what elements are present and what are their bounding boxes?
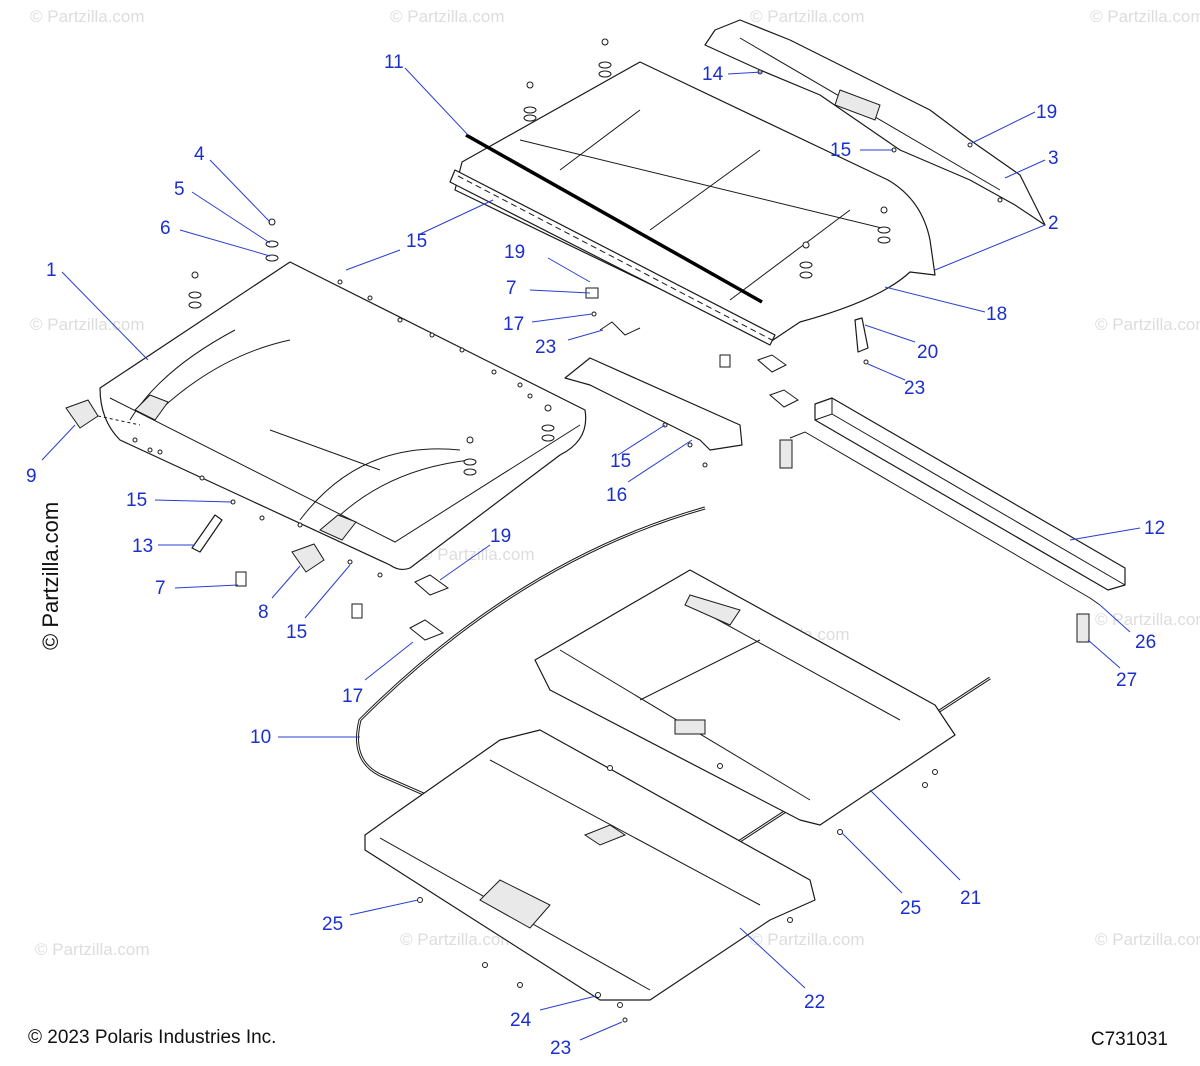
figure-code: C731031 — [1090, 1029, 1168, 1050]
callout-21: 21 — [960, 888, 981, 909]
callout-19a: 19 — [1036, 102, 1057, 123]
rear-headliner — [534, 569, 956, 826]
callout-18: 18 — [986, 304, 1007, 325]
callout-19b: 19 — [504, 242, 525, 263]
copyright-notice: © 2023 Polaris Industries Inc. — [28, 1027, 277, 1048]
callout-15a: 15 — [406, 231, 427, 252]
watermark: © Partzilla.com — [750, 7, 865, 26]
corner-cap — [291, 543, 325, 573]
fastener-set — [132, 38, 1003, 1023]
callout-23c: 23 — [550, 1038, 571, 1059]
callout-15c: 15 — [126, 490, 147, 511]
callout-2: 2 — [1048, 213, 1059, 234]
roof-seal-strip — [465, 133, 763, 304]
callout-labels: 1 2 3 4 5 6 7 7 8 9 10 11 12 13 14 15 15… — [26, 52, 1165, 1059]
callout-3: 3 — [1048, 148, 1059, 169]
callout-11: 11 — [384, 52, 404, 73]
foam-block — [779, 439, 793, 469]
antenna-mount — [854, 317, 869, 353]
callout-22: 22 — [804, 992, 825, 1013]
callout-15d: 15 — [286, 622, 307, 643]
callout-24: 24 — [510, 1010, 532, 1031]
roof-bracket — [564, 357, 743, 451]
front-headliner — [364, 729, 816, 1001]
crossbar-rod — [789, 431, 1101, 606]
callout-27: 27 — [1116, 670, 1137, 691]
callout-8: 8 — [258, 602, 269, 623]
callout-1: 1 — [46, 260, 57, 281]
callout-16: 16 — [606, 485, 627, 506]
callout-25b: 25 — [900, 898, 921, 919]
callout-23b: 23 — [904, 378, 925, 399]
front-roof-panel — [99, 261, 587, 571]
callout-12: 12 — [1144, 518, 1165, 539]
callout-26: 26 — [1135, 632, 1156, 653]
callout-13: 13 — [132, 536, 153, 557]
watermark: © Partzilla.com — [35, 940, 150, 959]
callout-5: 5 — [174, 179, 185, 200]
side-watermark: © Partzilla.com — [38, 501, 63, 650]
alignment-line — [97, 415, 141, 426]
callout-15e: 15 — [610, 451, 631, 472]
strap-bracket — [191, 514, 223, 553]
corner-cap — [65, 399, 99, 429]
watermark: © Partzilla.com — [30, 315, 145, 334]
watermark: © Partzilla.com — [390, 7, 505, 26]
watermark: © Partzilla.com — [1090, 7, 1200, 26]
callout-25a: 25 — [322, 914, 343, 935]
callout-14: 14 — [702, 64, 724, 85]
rear-trim-bar — [704, 19, 1046, 226]
watermark: © Partzilla.com — [30, 7, 145, 26]
rear-roof-panel — [454, 61, 936, 343]
foam-block — [1076, 613, 1090, 643]
callout-10: 10 — [250, 727, 271, 748]
callout-15b: 15 — [830, 140, 851, 161]
watermark: © Partzilla.com — [750, 930, 865, 949]
callout-17: 17 — [503, 314, 524, 335]
headliner-cutout — [674, 719, 706, 735]
callout-4: 4 — [194, 144, 205, 165]
roof-vent-rail — [449, 169, 776, 346]
callout-20: 20 — [917, 342, 938, 363]
callout-7: 7 — [506, 278, 517, 299]
roof-hook — [599, 321, 641, 336]
callout-6: 6 — [160, 218, 171, 239]
callout-9: 9 — [26, 466, 37, 487]
callout-17b: 17 — [342, 686, 363, 707]
watermark: © Partzilla.com — [1095, 930, 1200, 949]
callout-7b: 7 — [155, 578, 166, 599]
leader-lines — [41, 67, 1141, 1041]
callout-23a: 23 — [535, 337, 556, 358]
callout-19c: 19 — [490, 526, 511, 547]
watermark: © Partzilla.com — [1095, 315, 1200, 334]
crossbar-beam — [814, 397, 1126, 591]
watermark: © Partzilla.com — [400, 930, 515, 949]
watermark: © Partzilla.com — [1095, 610, 1200, 629]
